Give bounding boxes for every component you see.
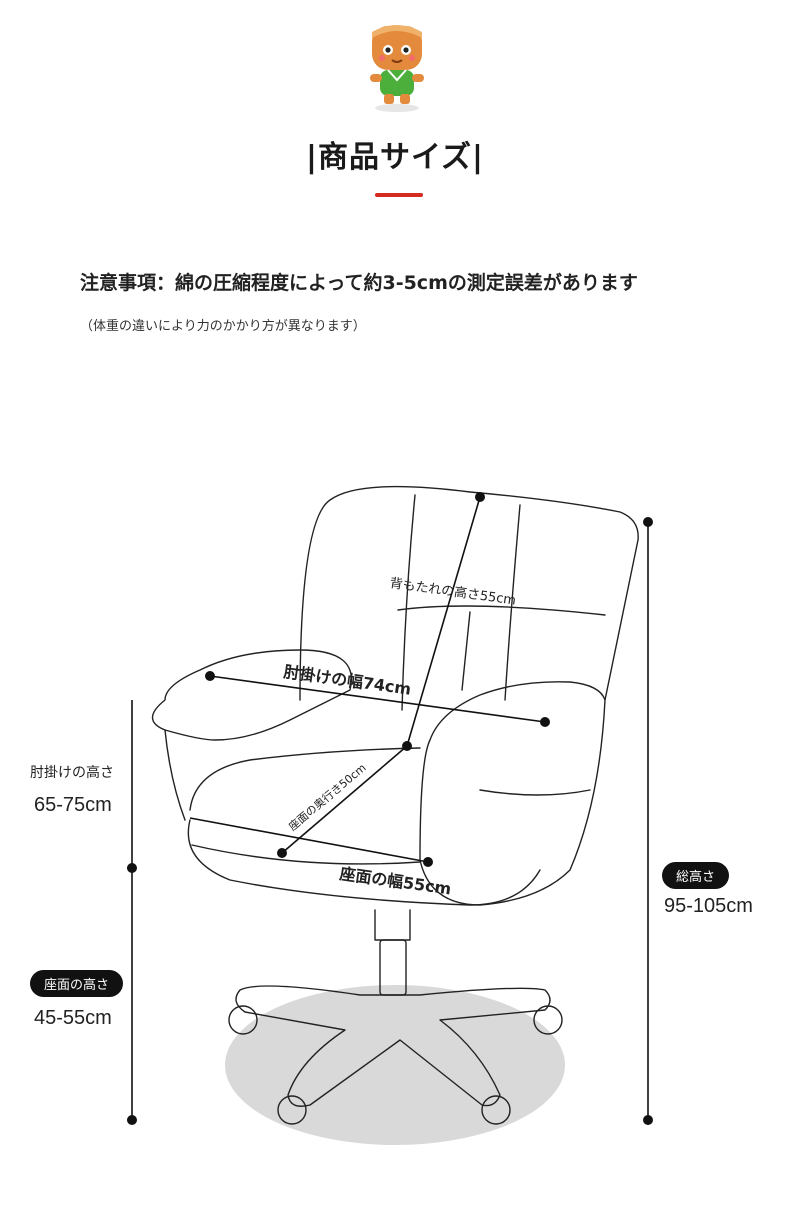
dim-dot [643, 1115, 653, 1125]
seat-height-value: 45-55cm [34, 1007, 112, 1029]
chair-seat [187, 819, 541, 906]
chair-backrest [299, 485, 639, 701]
notice-subtext: （体重の違いにより力のかかり方が異なります） [80, 319, 366, 334]
dim-dot [402, 741, 412, 751]
chair-base [235, 985, 551, 1107]
gas-lift [374, 909, 411, 941]
title-underline [375, 193, 423, 197]
total-height-value: 95-105cm [664, 895, 753, 917]
dim-dot [475, 492, 485, 502]
dim-dot [127, 863, 137, 873]
seat-height-badge: 座面の高さ [30, 970, 124, 997]
dim-dot [277, 848, 287, 858]
dim-dot [423, 857, 433, 867]
dim-dot [205, 671, 215, 681]
page-title: |商品サイズ| [305, 140, 484, 175]
floor-shadow [225, 985, 565, 1145]
armrest-height-value: 65-75cm [34, 794, 112, 816]
mascot-logo [370, 25, 424, 112]
dim-dot [127, 1115, 137, 1125]
armrest-height-label: 肘掛けの高さ [30, 765, 114, 781]
left-armrest [151, 649, 352, 741]
dim-dot [540, 717, 550, 727]
dim-dot [643, 517, 653, 527]
notice-text: 注意事項：綿の圧縮程度によって約3-5cmの測定誤差があります [80, 272, 638, 294]
total-height-badge: 総高さ [662, 862, 730, 889]
